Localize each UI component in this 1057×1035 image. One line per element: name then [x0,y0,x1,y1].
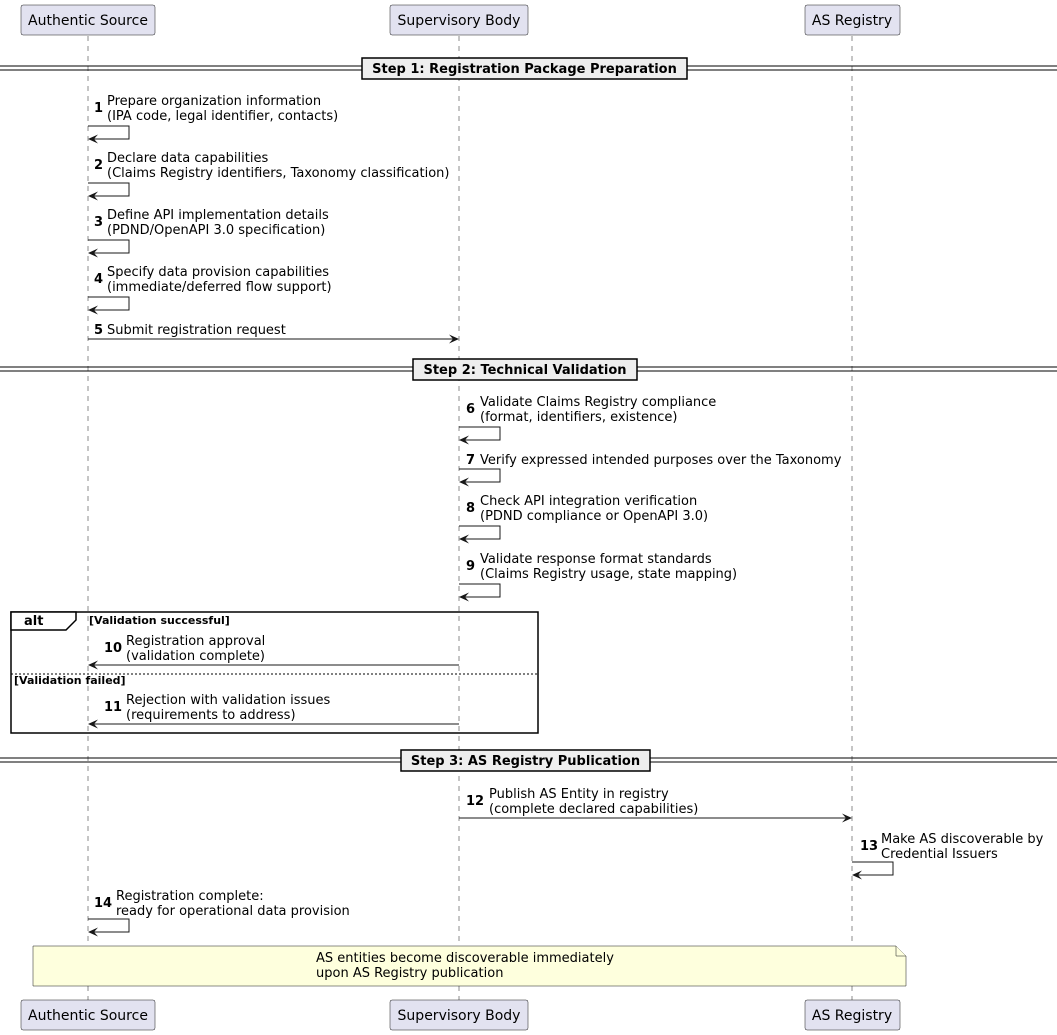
message-label-line-1: Validate response format standards [480,552,712,567]
message-label-line-2: (format, identifiers, existence) [480,410,678,425]
message-label-line-1: Registration complete: [116,889,264,904]
note: AS entities become discoverable immediat… [32,945,907,987]
participant-authentic-source-top: Authentic Source [20,4,156,36]
message-label-line-1: Validate Claims Registry compliance [480,395,716,410]
message-number: 1 [94,101,103,116]
message-number: 9 [466,559,475,574]
message-label-line-2: (complete declared capabilities) [489,802,698,817]
message-number: 3 [94,215,103,230]
message-number: 14 [94,896,112,911]
step-divider-2: Step 2: Technical Validation [0,358,1057,381]
participant-label: Supervisory Body [398,1008,521,1024]
message-label-line-1: Rejection with validation issues [126,693,330,708]
participant-label: Supervisory Body [398,13,521,29]
message-11: 11 Rejection with validation issues (req… [88,693,459,729]
message-number: 8 [466,501,475,516]
message-number: 11 [104,700,122,715]
note-line-2: upon AS Registry publication [316,966,503,981]
note-line-1: AS entities become discoverable immediat… [316,951,614,966]
message-label-line-1: Declare data capabilities [107,151,268,166]
message-3: 3 Define API implementation details (PDN… [88,208,329,258]
message-number: 7 [466,453,475,468]
step-divider-1: Step 1: Registration Package Preparation [0,57,1057,80]
message-label-line-2: (PDND/OpenAPI 3.0 specification) [107,223,325,238]
message-number: 10 [104,641,122,656]
message-9: 9 Validate response format standards (Cl… [459,552,737,602]
participant-label: AS Registry [812,13,892,29]
message-number: 4 [94,272,103,287]
participant-as-registry-top: AS Registry [804,4,901,36]
message-10: 10 Registration approval (validation com… [88,634,459,670]
message-2: 2 Declare data capabilities (Claims Regi… [88,151,449,201]
message-label-line-1: Registration approval [126,634,265,649]
participant-supervisory-body-bottom: Supervisory Body [389,999,529,1031]
message-label-line-1: Check API integration verification [480,494,697,509]
message-1: 1 Prepare organization information (IPA … [88,94,338,144]
message-label-line-1: Submit registration request [107,323,286,338]
message-label-line-2: (IPA code, legal identifier, contacts) [107,109,338,124]
participant-authentic-source-bottom: Authentic Source [20,999,156,1031]
participant-label: Authentic Source [28,1008,148,1024]
message-14: 14 Registration complete: ready for oper… [88,889,350,937]
message-5: 5 Submit registration request [88,323,459,344]
message-label-line-2: (immediate/deferred flow support) [107,280,332,295]
alt-label: alt [24,614,43,629]
message-label-line-1: Define API implementation details [107,208,329,223]
message-13: 13 Make AS discoverable by Credential Is… [852,832,1044,880]
message-number: 5 [94,323,103,338]
message-4: 4 Specify data provision capabilities (i… [88,265,332,315]
message-6: 6 Validate Claims Registry compliance (f… [459,395,716,445]
message-label-line-2: (Claims Registry identifiers, Taxonomy c… [107,166,449,181]
message-12: 12 Publish AS Entity in registry (comple… [459,787,852,823]
message-number: 13 [860,839,878,854]
message-number: 2 [94,158,103,173]
message-label-line-1: Publish AS Entity in registry [489,787,669,802]
message-label-line-1: Make AS discoverable by [881,832,1044,847]
message-label-line-2: ready for operational data provision [116,904,350,919]
message-number: 6 [466,402,475,417]
participant-label: Authentic Source [28,13,148,29]
message-number: 12 [466,794,484,809]
step-divider-label: Step 2: Technical Validation [423,363,626,378]
step-divider-3: Step 3: AS Registry Publication [0,749,1057,772]
participant-as-registry-bottom: AS Registry [804,999,901,1031]
participant-supervisory-body-top: Supervisory Body [389,4,529,36]
message-label-line-1: Specify data provision capabilities [107,265,329,280]
alt-guard-success: [Validation successful] [89,614,230,627]
message-label-line-2: (PDND compliance or OpenAPI 3.0) [480,509,708,524]
alt-fragment: alt [Validation successful] [Validation … [10,611,539,734]
step-divider-label: Step 3: AS Registry Publication [411,754,640,769]
message-8: 8 Check API integration verification (PD… [459,494,708,544]
message-label-line-2: Credential Issuers [881,847,998,862]
alt-guard-failed: [Validation failed] [14,674,126,687]
message-label-line-2: (Claims Registry usage, state mapping) [480,567,737,582]
message-label-line-1: Verify expressed intended purposes over … [480,453,842,468]
step-divider-label: Step 1: Registration Package Preparation [372,62,677,77]
message-7: 7 Verify expressed intended purposes ove… [459,453,842,487]
message-label-line-2: (validation complete) [126,649,265,664]
message-label-line-2: (requirements to address) [126,708,296,723]
participant-label: AS Registry [812,1008,892,1024]
message-label-line-1: Prepare organization information [107,94,321,109]
